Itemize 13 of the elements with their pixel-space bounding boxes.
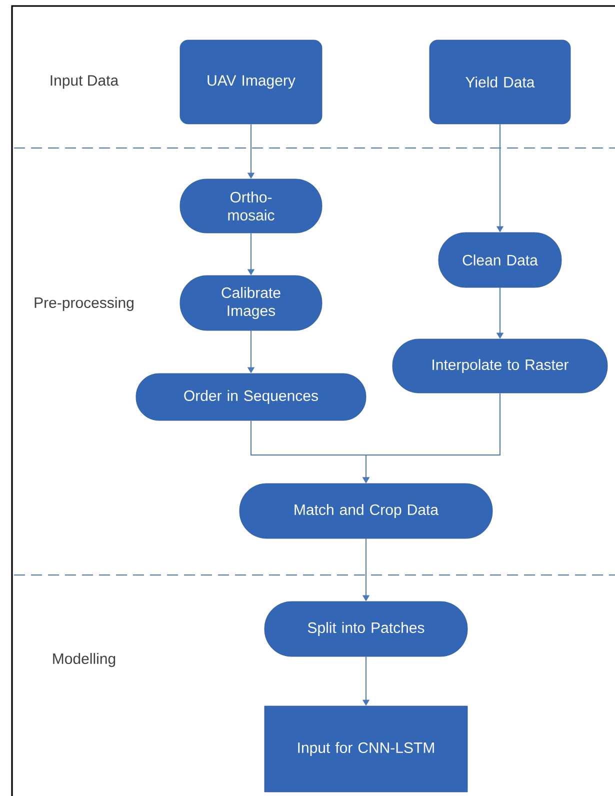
process-box: UAV Imagery [180,40,322,124]
process-box: Input for CNN-LSTM [264,706,468,792]
process-pill: Order in Sequences [136,373,366,421]
section-label: Modelling [53,653,116,667]
process-pill: Calibrate Images [180,275,322,331]
process-pill: Match and Crop Data [239,483,493,539]
process-pill: Clean Data [438,232,562,288]
section-label: Pre-processing [34,297,134,311]
process-pill: Ortho- mosaic [180,178,322,234]
section-label: Input Data [50,75,119,89]
process-box: Yield Data [429,40,571,124]
process-pill: Interpolate to Raster [392,338,608,394]
process-pill: Split into Patches [264,601,468,657]
